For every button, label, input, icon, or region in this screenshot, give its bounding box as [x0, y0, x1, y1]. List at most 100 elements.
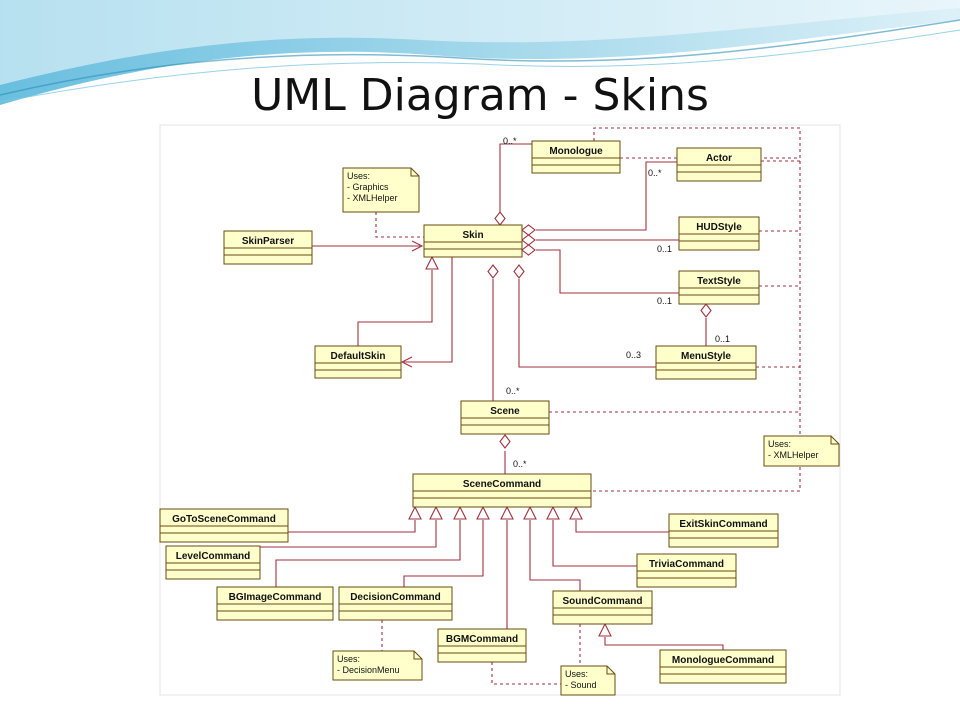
mult-scene: 0..*	[506, 386, 520, 396]
bgimage-command-label: BGImageCommand	[229, 592, 322, 603]
mult-hudstyle: 0..1	[657, 244, 672, 254]
note-skin-uses-shape	[342, 167, 420, 213]
skin-parser-class: SkinParser	[223, 230, 313, 265]
trivia-command-class: TriviaCommand	[636, 553, 737, 588]
note-sound-line: - Sound	[565, 680, 597, 690]
scene-class: Scene	[460, 400, 550, 435]
bgm-command-class: BGMCommand	[437, 628, 527, 663]
skin-box	[423, 224, 523, 258]
note-skin-uses-fold	[410, 168, 419, 177]
note-skin-anchor	[375, 212, 424, 238]
text-style-class: TextStyle	[678, 270, 760, 305]
note-sound-line: Uses:	[565, 669, 588, 679]
inherit-triangle-6	[546, 505, 560, 520]
default-skin-class: DefaultSkin	[314, 345, 402, 379]
inherit-triangle-2	[453, 505, 467, 520]
decision-command-label: DecisionCommand	[350, 592, 441, 603]
diamond-hudstyle	[521, 234, 536, 246]
note-skin-uses-line: - Graphics	[347, 182, 389, 192]
menu-style-label: MenuStyle	[681, 351, 731, 362]
inherit-bgimage	[275, 520, 461, 587]
diamond-textstyle-menu	[700, 303, 712, 318]
scene-label: Scene	[490, 406, 520, 417]
diamond-scene	[487, 264, 499, 279]
diagram-multiplicities: 0..*0..*0..10..10..10..30..*0..*	[503, 136, 730, 469]
sound-command-class: SoundCommand	[552, 590, 653, 625]
triangle-defaultskin	[425, 255, 439, 270]
note-decisionmenu: Uses:- DecisionMenu	[332, 650, 423, 681]
inherit-goto	[288, 520, 416, 533]
note-xmlhelper: Uses:- XMLHelper	[763, 435, 840, 467]
header-waves	[0, 0, 960, 105]
inherit-triangle-0	[408, 505, 422, 520]
mult-textstyle: 0..1	[657, 296, 672, 306]
inherit-decision	[403, 520, 484, 587]
diamond-actor	[521, 224, 536, 236]
inherit-triangle-5	[523, 505, 537, 520]
inherit-level	[260, 520, 437, 548]
mult-menustyle-text: 0..1	[715, 334, 730, 344]
agg-monologue	[499, 143, 532, 212]
agg-actor	[536, 161, 677, 231]
arrowhead-defaultskin	[400, 356, 413, 368]
goto-scene-command-class: GoToSceneCommand	[159, 508, 289, 543]
inherit-triangle-7	[569, 505, 583, 520]
note-skin-uses-line: Uses:	[347, 171, 370, 181]
hud-style-label: HUDStyle	[696, 222, 742, 233]
agg-textstyle	[536, 249, 679, 294]
default-skin-label: DefaultSkin	[330, 351, 385, 362]
actor-label: Actor	[706, 153, 732, 164]
arrowhead-skinparser	[411, 240, 424, 252]
exit-skin-command-class: ExitSkinCommand	[668, 513, 779, 548]
text-style-label: TextStyle	[697, 276, 741, 287]
bgm-command-label: BGMCommand	[446, 634, 518, 645]
inherit-triangle-1	[429, 505, 443, 520]
note-sound: Uses:- Sound	[560, 665, 616, 696]
monologue-command-class: MonologueCommand	[659, 649, 787, 684]
menu-style-class: MenuStyle	[655, 345, 757, 380]
inherit-defaultskin	[357, 270, 433, 346]
inherit-trivia	[552, 520, 637, 567]
monologue-class: Monologue	[531, 140, 621, 174]
actor-class: Actor	[676, 147, 762, 182]
note-skin-uses: Uses:- Graphics- XMLHelper	[342, 167, 420, 213]
skin-class: Skin	[423, 224, 523, 258]
inherit-exitskin	[575, 520, 669, 533]
note-decisionmenu-shape	[332, 650, 423, 681]
note-xmlhelper-line: - XMLHelper	[768, 450, 819, 460]
note-xmlhelper-line: Uses:	[768, 439, 791, 449]
note-sound-anchor-bgm	[491, 662, 561, 685]
inherit-monologuecommand	[604, 637, 724, 650]
note-decisionmenu-line: Uses:	[337, 654, 360, 664]
inherit-triangle-3	[476, 505, 490, 520]
agg-menustyle	[518, 279, 656, 368]
diamond-menustyle	[513, 264, 525, 279]
monologue-label: Monologue	[549, 146, 603, 157]
note-decisionmenu-line: - DecisionMenu	[337, 665, 400, 675]
skin-parser-label: SkinParser	[242, 236, 294, 247]
note-xmlhelper-fold	[830, 436, 839, 445]
sound-command-label: SoundCommand	[563, 596, 643, 607]
note-sound-shape	[560, 665, 616, 696]
scene-command-label: SceneCommand	[463, 479, 541, 490]
assoc-skin-defaultskin	[404, 257, 453, 363]
bgimage-command-class: BGImageCommand	[216, 586, 334, 621]
mult-menustyle: 0..3	[626, 350, 641, 360]
note-xmlhelper-shape	[763, 435, 840, 467]
skin-label: Skin	[462, 230, 483, 241]
default-skin-box	[314, 345, 402, 379]
inherit-sound	[529, 520, 581, 591]
note-decisionmenu-fold	[413, 651, 422, 660]
mult-scenecommand: 0..*	[513, 459, 527, 469]
inherit-triangle-4	[500, 505, 514, 520]
diagram-classes: SkinParser Skin MonologueActorHUDStyleText…	[159, 140, 787, 684]
triangle-monologuecommand	[598, 622, 612, 637]
dependency-border-right	[592, 127, 801, 492]
decision-command-class: DecisionCommand	[338, 586, 453, 621]
mult-monologue: 0..*	[503, 136, 517, 146]
monologue-command-label: MonologueCommand	[672, 655, 774, 666]
level-command-class: LevelCommand	[165, 545, 261, 580]
hud-style-class: HUDStyle	[678, 216, 760, 251]
